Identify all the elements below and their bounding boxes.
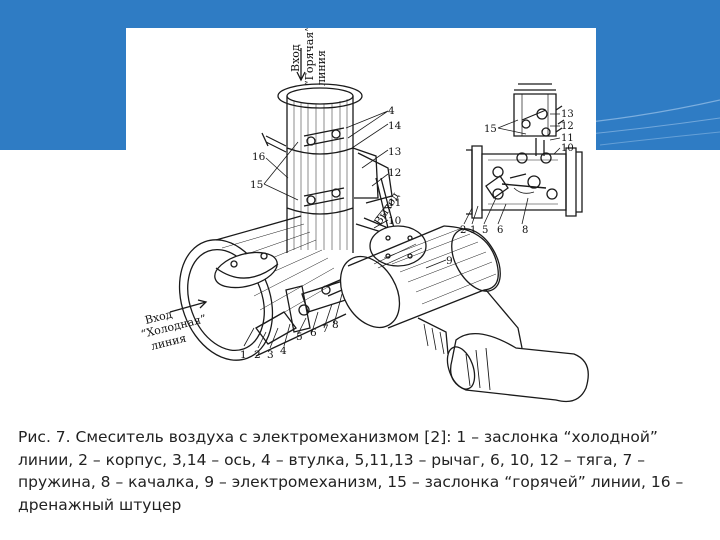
cold-line-pipe xyxy=(178,215,347,361)
hot-line-word: линия xyxy=(315,50,328,86)
hot-inlet-label: Вход “Горячая” линия xyxy=(289,26,328,86)
inset-callouts: 13 12 11 10 15 2 1 5 6 8 xyxy=(460,109,574,236)
inset-callout-8: 8 xyxy=(522,225,528,236)
inset-callout-10: 10 xyxy=(561,143,574,154)
inset-leader-lines xyxy=(463,113,561,225)
inset-callout-6: 6 xyxy=(497,225,503,236)
callout-2: 2 xyxy=(254,349,261,361)
inset-callout-13: 13 xyxy=(561,109,574,120)
callout-14: 14 xyxy=(388,120,402,132)
mixer-figure: Вход “Горячая” линия Выход Вход “Холодна… xyxy=(126,26,596,420)
callout-4-bottom: 4 xyxy=(280,345,287,357)
main-callouts: 4 14 13 12 11 10 16 15 9 1 2 3 4 5 6 7 8 xyxy=(240,105,453,361)
inset-callout-5: 5 xyxy=(482,225,488,236)
inset-callout-15: 15 xyxy=(484,124,497,135)
callout-12: 12 xyxy=(388,167,401,179)
hot-arrow-head xyxy=(296,71,306,82)
callout-10: 10 xyxy=(388,215,401,227)
cold-inlet-arrow xyxy=(169,301,207,313)
callout-6: 6 xyxy=(310,327,317,339)
inset-callout-1: 1 xyxy=(470,225,476,236)
callout-9: 9 xyxy=(446,255,453,267)
callout-13: 13 xyxy=(388,146,401,158)
callout-5: 5 xyxy=(296,331,303,343)
callout-15: 15 xyxy=(250,179,263,191)
callout-4-top: 4 xyxy=(388,105,395,117)
inset-callout-11: 11 xyxy=(561,133,574,144)
mixer-drawing: Вход “Горячая” линия Выход Вход “Холодна… xyxy=(140,26,589,403)
inset-view xyxy=(466,83,583,219)
hot-inlet-word: Вход xyxy=(289,44,302,72)
inset-callout-12: 12 xyxy=(561,121,574,132)
cold-arrow-head xyxy=(197,299,208,309)
main-leader-lines xyxy=(243,110,447,349)
hot-line-pipe xyxy=(261,83,363,253)
figure-caption: Рис. 7. Смеситель воздуха с электромехан… xyxy=(18,428,684,514)
callout-7: 7 xyxy=(322,323,329,335)
callout-11: 11 xyxy=(388,197,401,209)
electromechanism xyxy=(339,225,589,403)
callout-16: 16 xyxy=(252,151,266,163)
callout-8: 8 xyxy=(332,319,339,331)
callout-1: 1 xyxy=(240,349,247,361)
inset-callout-2: 2 xyxy=(460,225,466,236)
callout-3: 3 xyxy=(267,349,274,361)
hot-line-name: “Горячая” xyxy=(303,28,316,86)
